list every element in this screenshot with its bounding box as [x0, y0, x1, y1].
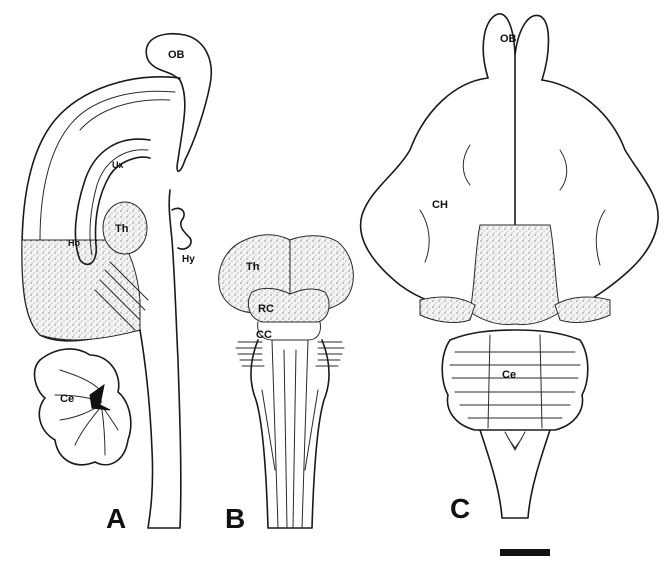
- label-th-b: Th: [246, 261, 260, 273]
- panel-b: Th RC CC B: [219, 235, 354, 534]
- label-ob-a: OB: [168, 49, 185, 61]
- olfactory-bulbs-c: [483, 14, 548, 80]
- panel-a: OB Ux Th Ho Hy Ce A: [22, 34, 211, 534]
- hemisphere-contour-a2: [80, 100, 170, 130]
- label-th-a: Th: [115, 223, 129, 235]
- panel-letter-c: C: [450, 493, 470, 524]
- label-ob-c: OB: [500, 33, 517, 45]
- brainstem-a: [140, 190, 181, 528]
- label-ux-a: Ux: [112, 160, 124, 170]
- brainstem-inner-b: [262, 340, 318, 528]
- label-hy-a: Hy: [182, 254, 195, 265]
- hemisphere-left-c: [361, 78, 488, 310]
- panel-letter-b: B: [225, 503, 245, 534]
- sulcus-right-c: [560, 150, 605, 265]
- medulla-c: [480, 430, 550, 518]
- cerebellum-a: [35, 349, 131, 465]
- brainstem-b: [251, 340, 329, 528]
- fourth-ventricle-c: [505, 432, 525, 450]
- hypophysis-a: [172, 208, 191, 249]
- thalamus-c: [470, 225, 560, 325]
- label-cc-b: CC: [256, 329, 272, 341]
- label-ce-c: Ce: [502, 369, 516, 381]
- scale-bar: [500, 549, 550, 556]
- label-ce-a: Ce: [60, 393, 74, 405]
- panel-letter-a: A: [106, 503, 126, 534]
- hemisphere-right-c: [542, 80, 658, 312]
- hemisphere-stipple-a: [22, 240, 140, 340]
- label-ho-a: Ho: [68, 238, 80, 248]
- label-rc-b: RC: [258, 303, 274, 315]
- label-ch-c: CH: [432, 199, 448, 211]
- panel-c: OB CH Ce C: [361, 14, 659, 524]
